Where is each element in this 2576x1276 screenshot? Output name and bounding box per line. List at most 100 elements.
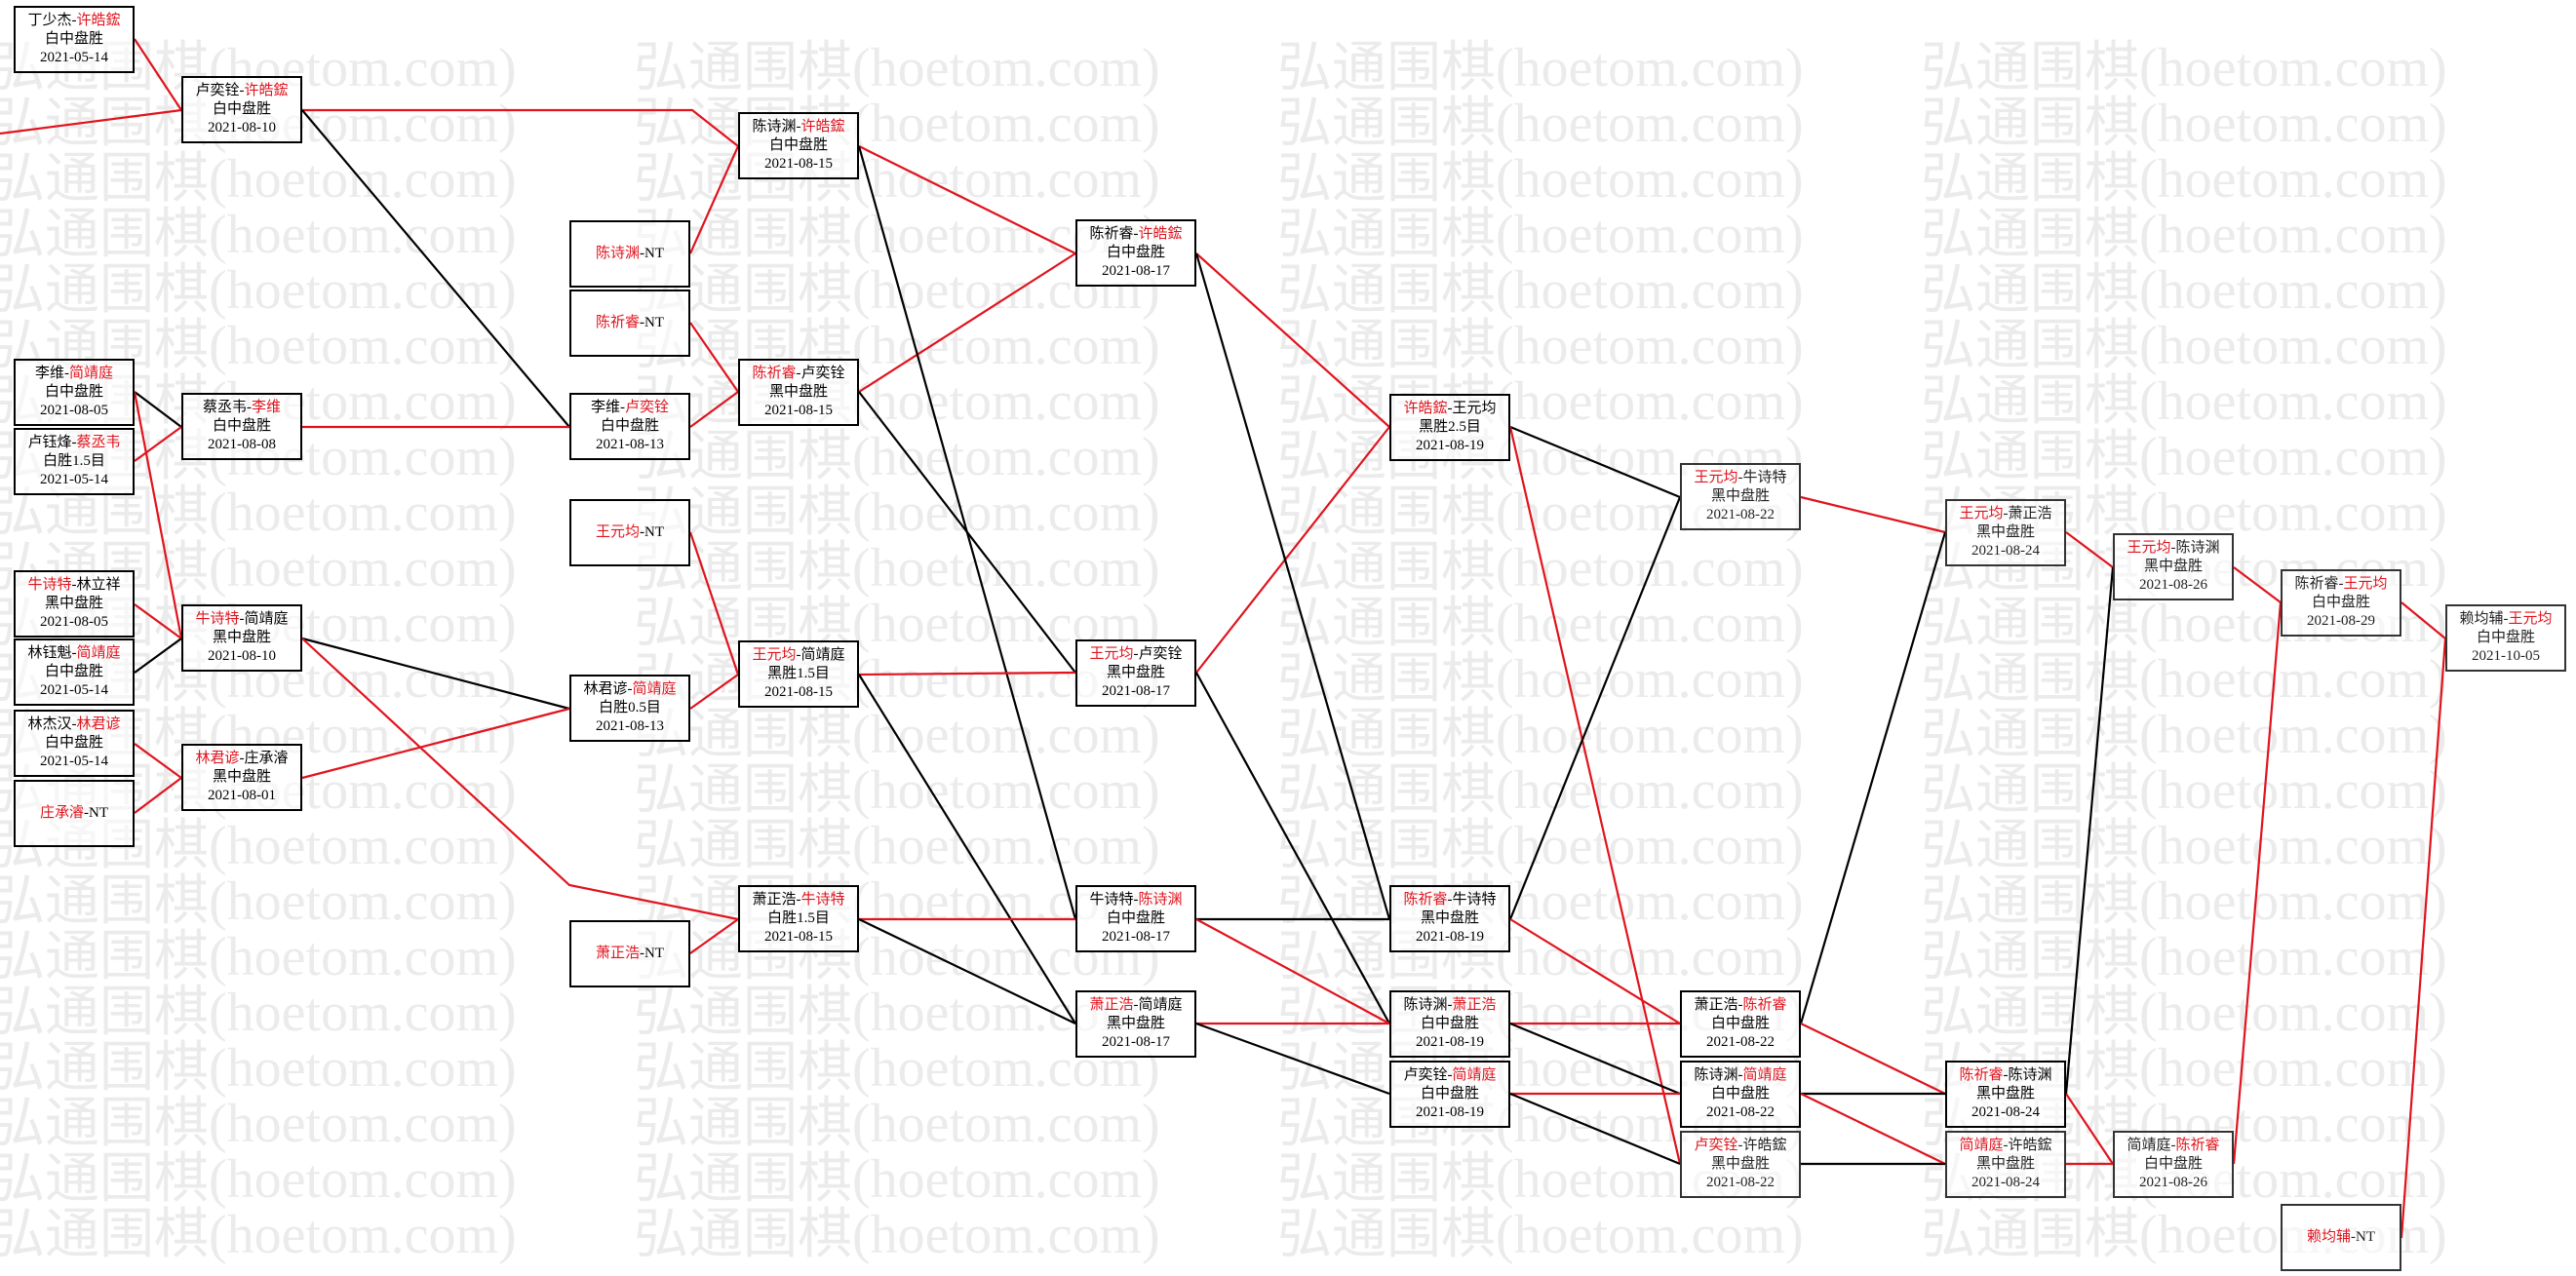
player-2: 林立祥 <box>76 577 121 593</box>
match-players: 萧正浩-陈祈睿 <box>1694 996 1786 1015</box>
match-players: 许皓鋐-王元均 <box>1403 400 1496 418</box>
player-1: 陈祈睿 <box>2294 576 2339 592</box>
match-box: 陈祈睿-王元均 白中盘胜 2021-08-29 <box>2281 569 2401 637</box>
match-date: 2021-05-14 <box>40 682 108 698</box>
player-2: 许皓鋐 <box>2008 1138 2052 1153</box>
winner-connector <box>2233 566 2282 603</box>
match-players: 萧正浩-简靖庭 <box>1089 996 1182 1015</box>
match-box: 卢奕铨-许皓鋐 白中盘胜 2021-08-10 <box>181 76 302 143</box>
player-1: 简靖庭 <box>1959 1138 2004 1153</box>
winner-connector <box>1508 426 1682 1165</box>
player-2: 王元均 <box>2343 576 2388 592</box>
match-players: 陈祈睿-NT <box>596 314 664 332</box>
winner-connector <box>134 743 182 779</box>
match-date: 2021-08-08 <box>208 437 276 452</box>
separator: - <box>796 892 801 908</box>
match-players: 陈祈睿-王元均 <box>2294 575 2387 594</box>
match-players: 蔡丞韦-李维 <box>203 399 281 417</box>
match-players: 萧正浩-NT <box>596 945 664 963</box>
loser-connector <box>1509 1022 1681 1096</box>
match-box: 牛诗特-简靖庭 黑中盘胜 2021-08-10 <box>181 604 302 672</box>
player-1: 卢奕铨 <box>1403 1067 1448 1083</box>
match-players: 陈诗渊-萧正浩 <box>1403 996 1496 1015</box>
match-players: 王元均-陈诗渊 <box>2127 539 2219 558</box>
separator: - <box>1447 1067 1453 1083</box>
player-2: 许皓鋐 <box>244 83 289 98</box>
player-1: 萧正浩 <box>595 946 640 961</box>
match-date: 2021-08-17 <box>1102 683 1170 699</box>
winner-connector <box>133 391 183 639</box>
match-players: 卢奕铨-简靖庭 <box>1403 1066 1496 1085</box>
match-result: 白中盘胜 <box>1710 1016 1770 1031</box>
match-box: 李维-简靖庭 白中盘胜 2021-08-05 <box>14 359 135 426</box>
player-1: 牛诗特 <box>195 611 240 627</box>
match-result: 黑胜2.5目 <box>1419 419 1481 435</box>
player-1: 萧正浩 <box>1694 997 1738 1013</box>
match-result: 黑中盘胜 <box>212 630 271 645</box>
winner-connector <box>2232 601 2283 1165</box>
player-2: 庄承濬 <box>244 751 289 766</box>
match-date: 2021-08-26 <box>2139 1175 2207 1190</box>
player-1: 林杰汉 <box>27 716 72 732</box>
match-date: 2021-08-24 <box>1971 1104 2040 1120</box>
separator: - <box>239 83 245 98</box>
winner-connector <box>689 674 739 710</box>
match-players: 陈诗渊-NT <box>596 245 664 263</box>
match-players: 陈祈睿-卢奕铨 <box>752 365 844 383</box>
match-box: 萧正浩-简靖庭 黑中盘胜 2021-08-17 <box>1075 990 1196 1058</box>
player-2: 简靖庭 <box>69 366 114 381</box>
player-2: 牛诗特 <box>1742 470 1787 485</box>
separator: - <box>620 400 625 415</box>
player-1: 蔡丞韦 <box>202 400 247 415</box>
match-box: 牛诗特-陈诗渊 白中盘胜 2021-08-17 <box>1075 885 1196 952</box>
separator: - <box>1133 226 1139 242</box>
player-1: 陈诗渊 <box>595 246 640 261</box>
match-date: 2021-08-22 <box>1706 507 1775 522</box>
match-result: 白中盘胜 <box>44 384 103 400</box>
separator: - <box>640 946 644 961</box>
loser-connector <box>301 109 570 428</box>
player-2: NT <box>644 315 664 330</box>
winner-connector <box>1800 1023 1946 1095</box>
winner-connector <box>1800 1093 1946 1165</box>
match-players: 陈祈睿-许皓鋐 <box>1089 225 1182 244</box>
match-result: 黑中盘胜 <box>1975 1156 2035 1172</box>
player-2: NT <box>644 946 664 961</box>
match-date: 2021-08-05 <box>40 614 108 630</box>
winner-connector <box>858 252 1076 393</box>
match-players: 萧正浩-牛诗特 <box>752 891 844 909</box>
match-result: 白胜1.5目 <box>43 453 105 469</box>
match-box: 赖均辅-NT <box>2281 1204 2401 1271</box>
match-players: 林君谚-简靖庭 <box>583 680 676 699</box>
match-players: 陈祈睿-牛诗特 <box>1403 891 1496 909</box>
separator: - <box>2170 1138 2176 1153</box>
winner-connector <box>301 638 739 921</box>
match-players: 赖均辅-王元均 <box>2459 610 2552 629</box>
player-1: 李维 <box>590 400 620 415</box>
player-2: 许皓鋐 <box>800 119 845 135</box>
match-date: 2021-08-15 <box>764 684 833 700</box>
separator: - <box>71 645 77 661</box>
player-2: 许皓鋐 <box>76 13 121 28</box>
player-2: 卢奕铨 <box>800 366 845 381</box>
player-1: 陈祈睿 <box>595 315 640 330</box>
match-box: 王元均-牛诗特 黑中盘胜 2021-08-22 <box>1680 463 1801 530</box>
match-box: 牛诗特-林立祥 黑中盘胜 2021-08-05 <box>14 570 135 638</box>
separator: - <box>1737 1067 1743 1083</box>
player-2: 卢奕铨 <box>1138 646 1183 662</box>
winner-connector <box>1195 426 1390 674</box>
match-players: 林杰汉-林君谚 <box>27 715 120 734</box>
match-players: 王元均-牛诗特 <box>1694 469 1786 487</box>
loser-connector <box>1509 1092 1681 1166</box>
loser-connector <box>858 674 1076 1025</box>
match-players: 牛诗特-林立祥 <box>27 576 120 595</box>
match-box: 林君谚-简靖庭 白胜0.5目 2021-08-13 <box>569 675 690 742</box>
loser-connector <box>301 637 570 711</box>
match-players: 丁少杰-许皓鋐 <box>27 12 120 30</box>
match-date: 2021-08-19 <box>1416 1104 1484 1120</box>
separator: - <box>1737 997 1743 1013</box>
match-result: 白胜1.5目 <box>767 910 830 926</box>
player-2: 简靖庭 <box>800 647 845 663</box>
